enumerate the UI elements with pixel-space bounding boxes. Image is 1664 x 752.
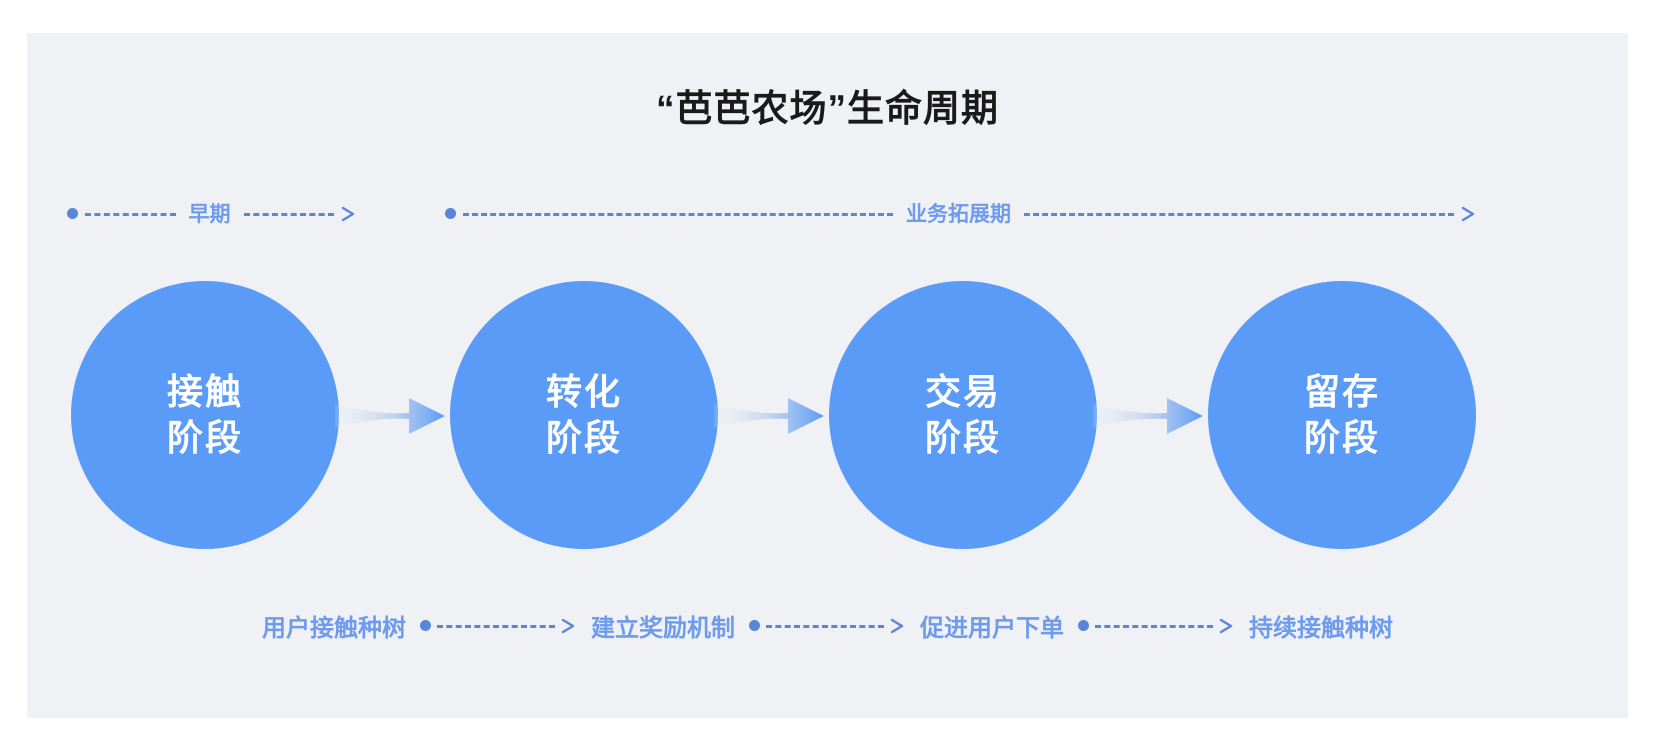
stage-node-conversion[interactable]: 转化 阶段 (450, 281, 718, 549)
stage-label-line1: 留存 (1303, 370, 1380, 412)
step-flow: 用户接触种树 建立奖励机制 (27, 595, 1628, 655)
stage-connector-arrow-icon (1093, 386, 1203, 446)
step-dot-icon (1078, 619, 1089, 631)
phase-dashed-line-left (85, 212, 176, 216)
stage-label-line1: 接触 (166, 370, 243, 412)
stage-node-retention[interactable]: 留存 阶段 (1208, 281, 1476, 549)
step-dot-icon (420, 619, 431, 631)
phase-dashed-line-right (1024, 212, 1454, 216)
stage-label-line2: 阶段 (545, 417, 622, 458)
step-connector-2 (749, 616, 906, 634)
stage-label-line2: 阶段 (166, 417, 243, 458)
stage-connector-arrow-icon (714, 386, 824, 446)
step-label-1: 用户接触种树 (262, 614, 406, 642)
step-dashed-line (1095, 624, 1213, 628)
phase-dashed-line-right (243, 212, 334, 216)
step-connector-3 (1078, 616, 1235, 634)
step-label-3: 促进用户下单 (920, 614, 1064, 642)
stage-label-line1: 转化 (545, 370, 622, 412)
phase-expansion: 业务拓展期 (445, 183, 1477, 243)
arrow-right-icon (890, 617, 906, 635)
stage-node-contact[interactable]: 接触 阶段 (71, 281, 339, 549)
arrow-right-icon (341, 205, 357, 223)
stage-label-line2: 阶段 (1303, 417, 1380, 458)
phase-early: 早期 (67, 183, 357, 243)
stage-circles: 接触 阶段 转化 阶段 (27, 281, 1628, 573)
phase-dashed-line-left (463, 212, 893, 216)
step-connector-1 (420, 616, 577, 634)
arrow-right-icon (1461, 205, 1477, 223)
phase-timeline: 早期 业务拓展期 (27, 183, 1628, 243)
stage-label-line1: 交易 (924, 370, 1001, 412)
stage-label-line2: 阶段 (924, 417, 1001, 458)
lifecycle-panel: “芭芭农场”生命周期 早期 业务拓展期 (27, 33, 1628, 718)
phase-label-expansion: 业务拓展期 (906, 203, 1011, 226)
step-dashed-line (437, 624, 555, 628)
step-label-4: 持续接触种树 (1249, 614, 1393, 642)
phase-start-dot-icon (445, 207, 456, 219)
phase-label-early: 早期 (188, 203, 231, 226)
stage-node-transaction[interactable]: 交易 阶段 (829, 281, 1097, 549)
phase-start-dot-icon (67, 207, 78, 219)
step-label-2: 建立奖励机制 (591, 614, 735, 642)
arrow-right-icon (561, 617, 577, 635)
step-dot-icon (749, 619, 760, 631)
stage-connector-arrow-icon (335, 386, 445, 446)
arrow-right-icon (1219, 617, 1235, 635)
page-title: “芭芭农场”生命周期 (656, 88, 999, 129)
step-dashed-line (766, 624, 884, 628)
